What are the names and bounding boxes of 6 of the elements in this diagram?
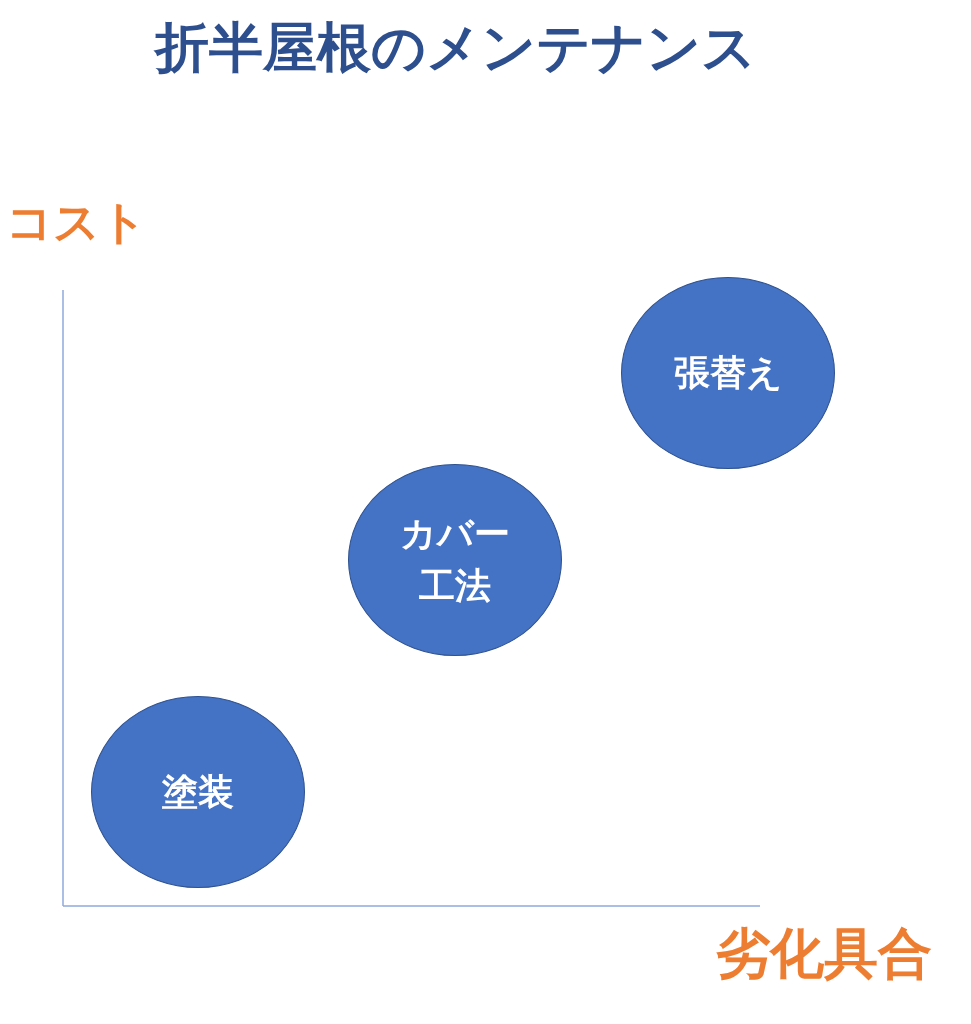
ellipse-node: 張替え: [621, 277, 835, 469]
axis-label: コスト: [6, 194, 147, 251]
ellipse-node: 塗装: [91, 696, 305, 888]
axis-label: 劣化具合: [716, 921, 932, 987]
ellipse-node: カバー工法: [348, 464, 562, 656]
title: 折半屋根のメンテナンス: [152, 15, 757, 81]
